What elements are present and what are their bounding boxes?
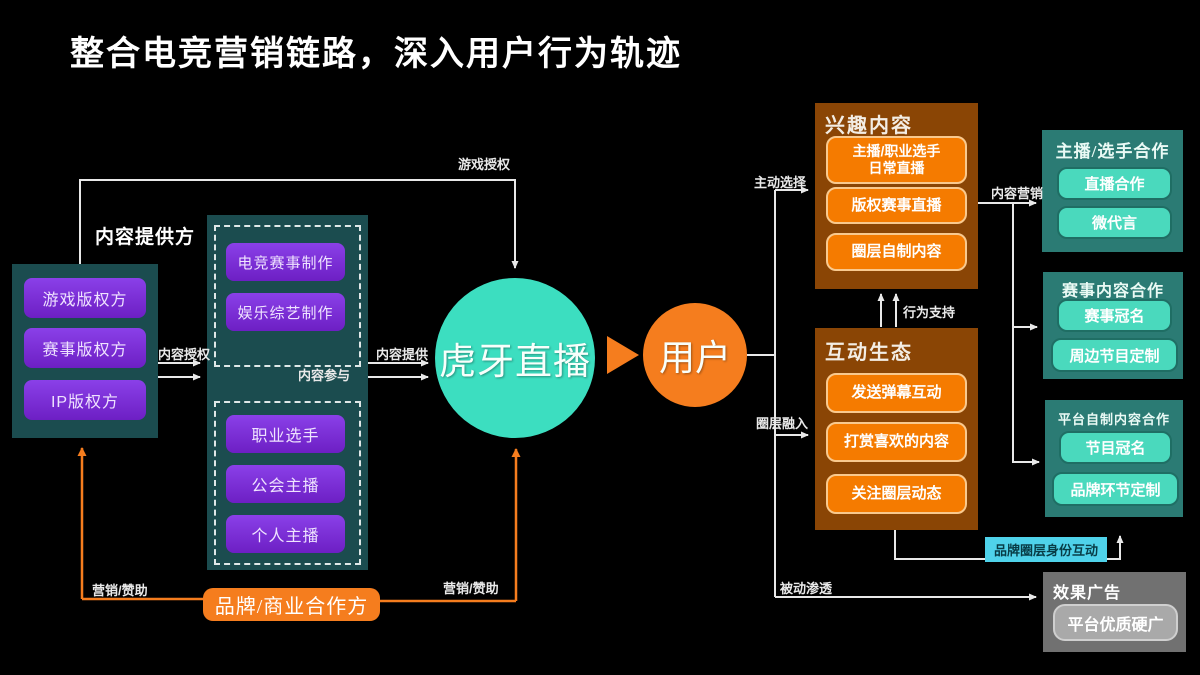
wire-user-trunk bbox=[747, 190, 776, 597]
event-content-coop-title: 赛事内容合作 bbox=[1061, 283, 1164, 300]
node-daily-streams-line1: 主播/职业选手 bbox=[852, 143, 941, 160]
rights-holder-group: 游戏版权方 赛事版权方 IP版权方 bbox=[12, 264, 158, 438]
node-esports-production: 电竞赛事制作 bbox=[226, 243, 345, 281]
node-program-naming: 节目冠名 bbox=[1059, 431, 1172, 464]
edge-label-content-participate: 内容参与 bbox=[298, 368, 351, 383]
interest-content-group: 兴趣内容 主播/职业选手 日常直播 版权赛事直播 圈层自制内容 bbox=[815, 103, 978, 289]
node-game-rights: 游戏版权方 bbox=[24, 278, 146, 318]
page-title: 整合电竞营销链路，深入用户行为轨迹 bbox=[70, 35, 682, 73]
node-side-program-custom: 周边节目定制 bbox=[1051, 338, 1178, 372]
node-send-danmaku: 发送弹幕互动 bbox=[826, 373, 967, 413]
node-event-naming: 赛事冠名 bbox=[1057, 299, 1172, 332]
edge-label-behavior-support: 行为支持 bbox=[903, 305, 956, 320]
platform-circle: 虎牙直播 bbox=[435, 278, 595, 438]
node-follow-circles: 关注圈层动态 bbox=[826, 474, 967, 514]
content-provider-label: 内容提供方 bbox=[95, 227, 196, 248]
node-brand-segment-custom: 品牌环节定制 bbox=[1052, 472, 1179, 506]
platform-content-coop-title: 平台自制内容合作 bbox=[1057, 412, 1170, 427]
brand-circle-identity-badge: 品牌圈层身份互动 bbox=[985, 537, 1108, 562]
node-ip-rights: IP版权方 bbox=[24, 380, 146, 420]
effect-ad-title: 效果广告 bbox=[1053, 585, 1122, 602]
node-premium-hard-ad: 平台优质硬广 bbox=[1053, 604, 1178, 641]
streamer-coop-title: 主播/选手合作 bbox=[1055, 142, 1170, 161]
edge-label-circle-join: 圈层融入 bbox=[756, 416, 809, 431]
node-micro-endorsement: 微代言 bbox=[1057, 206, 1172, 239]
edge-label-passive-penetration: 被动渗透 bbox=[780, 581, 833, 596]
wire-game-license bbox=[79, 179, 519, 269]
edge-label-marketing-left: 营销/赞助 bbox=[92, 583, 148, 598]
node-daily-streams: 主播/职业选手 日常直播 bbox=[826, 136, 967, 184]
node-solo-streamers: 个人主播 bbox=[226, 515, 345, 553]
interaction-ecology-title: 互动生态 bbox=[825, 342, 913, 364]
edge-label-content-provide: 内容提供 bbox=[376, 347, 429, 362]
wire-content-marketing-3 bbox=[1012, 327, 1040, 466]
interaction-ecology-group: 互动生态 发送弹幕互动 打赏喜欢的内容 关注圈层动态 bbox=[815, 328, 978, 530]
edge-label-content-license: 内容授权 bbox=[158, 347, 211, 362]
flow-arrow-icon bbox=[607, 336, 639, 374]
edge-label-game-license: 游戏授权 bbox=[458, 157, 511, 172]
node-stream-coop: 直播合作 bbox=[1057, 167, 1172, 200]
node-daily-streams-line2: 日常直播 bbox=[868, 160, 925, 176]
edge-label-content-marketing: 内容营销 bbox=[991, 186, 1044, 201]
interest-content-title: 兴趣内容 bbox=[825, 115, 913, 137]
streamer-coop-group: 主播/选手合作 直播合作 微代言 bbox=[1042, 130, 1183, 252]
effect-ad-group: 效果广告 平台优质硬广 bbox=[1043, 572, 1186, 652]
node-pro-players: 职业选手 bbox=[226, 415, 345, 453]
node-guild-streamers: 公会主播 bbox=[226, 465, 345, 503]
node-circle-generated-content: 圈层自制内容 bbox=[826, 233, 967, 271]
edge-label-active-choice: 主动选择 bbox=[754, 175, 807, 190]
node-licensed-event-streams: 版权赛事直播 bbox=[826, 187, 967, 224]
event-content-coop-group: 赛事内容合作 赛事冠名 周边节目定制 bbox=[1043, 272, 1183, 379]
talent-subgroup: 职业选手 公会主播 个人主播 bbox=[214, 401, 361, 565]
production-subgroup: 电竞赛事制作 娱乐综艺制作 bbox=[214, 225, 361, 367]
platform-content-coop-group: 平台自制内容合作 节目冠名 品牌环节定制 bbox=[1045, 400, 1183, 517]
producer-group: 电竞赛事制作 娱乐综艺制作 职业选手 公会主播 个人主播 bbox=[207, 215, 368, 570]
node-tip-content: 打赏喜欢的内容 bbox=[826, 422, 967, 462]
user-circle: 用户 bbox=[643, 303, 747, 407]
node-variety-production: 娱乐综艺制作 bbox=[226, 293, 345, 331]
node-event-rights: 赛事版权方 bbox=[24, 328, 146, 368]
wire-content-marketing-2 bbox=[1012, 203, 1038, 331]
brand-partner-node: 品牌/商业合作方 bbox=[203, 588, 380, 621]
edge-label-marketing-right: 营销/赞助 bbox=[443, 581, 499, 596]
